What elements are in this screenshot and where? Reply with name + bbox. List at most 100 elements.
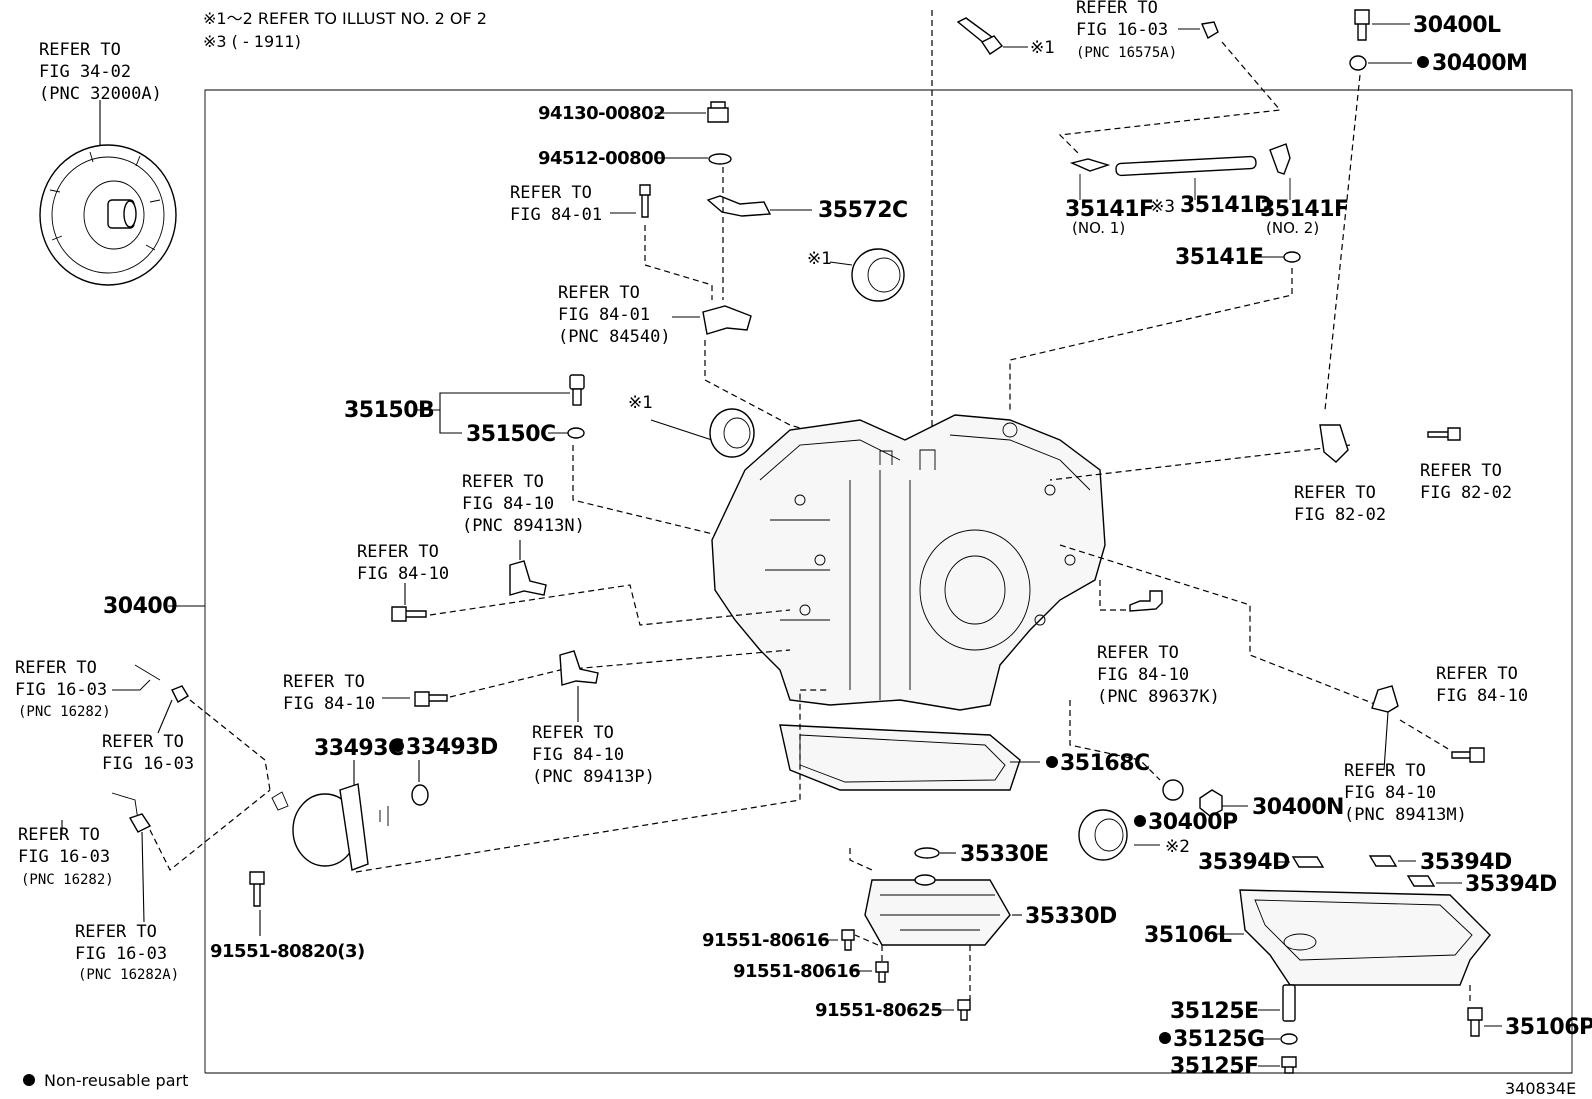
nonreusable-dot-icon [392, 740, 404, 752]
part-30400: 30400 [103, 594, 177, 619]
sensor-k-icon [1129, 590, 1163, 612]
o-ring-icon [1283, 251, 1301, 263]
speed-sensor-p-icon [559, 650, 599, 686]
ref-fig-16-03-a-line1: REFER TO [15, 658, 97, 678]
part-35330e: 35330E [960, 842, 1049, 867]
part-94512-00800: 94512-00800 [538, 148, 665, 169]
oil-seal-icon [851, 248, 905, 302]
part-91551-80625: 91551-80625 [815, 1000, 942, 1021]
ref-fig-16-03-a-line3: (PNC 16282) [18, 704, 111, 720]
ref-fig-16-03-b-line2: FIG 16-03 [102, 754, 194, 774]
ref-fig-84-01-a-line1: REFER TO [510, 183, 592, 203]
oil-cooler-icon [271, 783, 369, 871]
ref-fig-84-01-a-line2: FIG 84-01 [510, 205, 602, 225]
magnet-a-icon [1291, 856, 1325, 868]
ref-fig-16-03-c-line2: FIG 16-03 [18, 847, 110, 867]
ref-fig-84-10-m-line3: (PNC 89413M) [1344, 805, 1467, 825]
note-mark-x1-b: ※1 [628, 393, 653, 413]
nonreusable-dot-icon [1046, 756, 1058, 768]
part-35572c: 35572C [818, 198, 908, 223]
assembly-frame [204, 89, 1573, 1074]
ref-fig-16-03-d-line3: (PNC 16282A) [78, 967, 179, 983]
ref-fig-16-03-c-line1: REFER TO [18, 825, 100, 845]
part-35125f: 35125F [1170, 1054, 1259, 1079]
part-35141d: 35141D [1180, 193, 1272, 218]
ref-fig-84-10-p-line3: (PNC 89413P) [532, 767, 655, 787]
bolt-84-10-c-icon [1451, 747, 1485, 763]
note-mark-x2: ※2 [1165, 837, 1190, 857]
washer-icon [708, 153, 732, 165]
bolt-84-10-a-icon [391, 606, 427, 622]
clip-icon [1201, 21, 1219, 40]
o-ring-35330e-icon [914, 847, 940, 859]
gasket-35125g-icon [1280, 1033, 1298, 1045]
ref-fig-16-03-a-line2: FIG 16-03 [15, 680, 107, 700]
ref-fig-84-10-a-line2: FIG 84-10 [357, 564, 449, 584]
note-mark-x1-a: ※1 [807, 249, 832, 269]
oil-seal-mid-icon [709, 408, 755, 458]
ref-fig-84-10-n-line1: REFER TO [462, 472, 544, 492]
figure-id: 340834E [1505, 1079, 1576, 1098]
part-33493d: 33493D [406, 735, 498, 760]
note-illust-ref: ※1～2 REFER TO ILLUST NO. 2 OF 2 [203, 9, 487, 28]
drain-plug-icon [1281, 1056, 1297, 1074]
oil-pan-icon [1239, 889, 1491, 986]
ref-fig-84-10-b-line2: FIG 84-10 [283, 694, 375, 714]
ref-torque-converter-line1: REFER TO [39, 40, 121, 60]
ref-torque-converter-line2: FIG 34-02 [39, 62, 131, 82]
bolt-x1-icon [956, 17, 1004, 55]
part-91551-80616-b: 91551-80616 [733, 961, 860, 982]
speed-sensor-n-icon [509, 560, 547, 596]
note-mark-x3: ※3 [1150, 197, 1175, 217]
magnet-b-icon [1368, 855, 1398, 867]
ref-fig-16-03-top-line2: FIG 16-03 [1076, 20, 1168, 40]
legend-dot-icon [23, 1074, 35, 1086]
bolt-91551-80820-icon [249, 871, 265, 907]
part-35141f-no2: 35141F [1260, 197, 1349, 222]
ref-fig-82-02-b-line1: REFER TO [1420, 461, 1502, 481]
o-ring-small-icon [567, 427, 585, 439]
ref-fig-16-03-c-line3: (PNC 16282) [21, 872, 114, 888]
ref-fig-84-10-c-line1: REFER TO [1436, 664, 1518, 684]
hose-b-icon [111, 792, 139, 821]
bracket-icon [706, 195, 772, 217]
gasket-icon [1349, 55, 1367, 71]
part-30400p: 30400P [1148, 810, 1238, 835]
bolt-84-10-b-icon [414, 691, 448, 707]
hose-leader [112, 664, 161, 691]
ref-fig-84-10-m-line1: REFER TO [1344, 761, 1426, 781]
ref-fig-84-10-k-line3: (PNC 89637K) [1097, 687, 1220, 707]
part-30400l: 30400L [1413, 13, 1501, 38]
ref-fig-84-10-p-line2: FIG 84-10 [532, 745, 624, 765]
bolt-35106p-icon [1467, 1007, 1483, 1037]
ref-fig-84-10-n-line2: FIG 84-10 [462, 494, 554, 514]
bolt-91551-80616-a-icon [841, 929, 855, 951]
part-35141f-no1: 35141F [1065, 197, 1154, 222]
part-35394d-c: 35394D [1465, 872, 1557, 897]
part-35141e: 35141E [1175, 245, 1264, 270]
magnet-c-icon [1406, 875, 1436, 887]
nonreusable-dot-icon [1159, 1032, 1171, 1044]
part-35394d-a: 35394D [1198, 850, 1290, 875]
part-91551-80616-a: 91551-80616 [702, 930, 829, 951]
part-35125g: 35125G [1173, 1027, 1265, 1052]
hose-clamp-a-icon [171, 685, 189, 703]
ref-torque-converter-line3: (PNC 32000A) [39, 84, 162, 104]
part-35330d: 35330D [1025, 904, 1117, 929]
nonreusable-dot-icon [1134, 815, 1146, 827]
part-35168c: 35168C [1060, 751, 1150, 776]
ref-fig-84-10-k-line2: FIG 84-10 [1097, 665, 1189, 685]
ref-fig-16-03-top-line1: REFER TO [1076, 0, 1158, 18]
drain-tube-icon [1282, 984, 1296, 1022]
part-35394d-b: 35394D [1420, 850, 1512, 875]
seal-x2-icon [1078, 809, 1128, 861]
bolt-91551-80625-icon [957, 999, 971, 1021]
hose-clamp-b-icon [128, 813, 152, 833]
ref-fig-84-10-m-line2: FIG 84-10 [1344, 783, 1436, 803]
ref-fig-16-03-b-line1: REFER TO [102, 732, 184, 752]
bolt-91551-80616-b-icon [875, 961, 889, 983]
o-ring-cooler-icon [411, 784, 429, 806]
ref-fig-84-01-b-line3: (PNC 84540) [558, 327, 671, 347]
transaxle-housing-icon [711, 414, 1106, 791]
